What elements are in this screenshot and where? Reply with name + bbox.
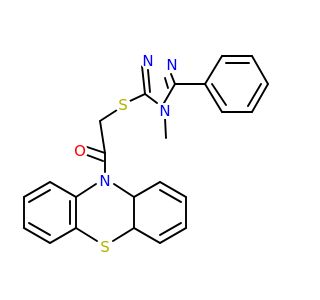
bond [49, 181, 77, 198]
bond [86, 154, 104, 162]
atom-s-linker-label: S [118, 96, 128, 114]
bond [129, 93, 146, 102]
bond [133, 181, 161, 198]
bond [112, 227, 135, 242]
atom-s5-label: S [100, 238, 110, 256]
bond-group [23, 55, 269, 244]
bond [23, 181, 51, 198]
bond [49, 227, 77, 244]
bond [28, 189, 51, 203]
bond [164, 117, 167, 139]
atom-n10-label: N [99, 172, 110, 190]
bond [159, 222, 182, 236]
bond [141, 65, 146, 95]
bond [23, 227, 51, 244]
bond [75, 183, 97, 198]
bond [99, 120, 106, 154]
bond [113, 183, 135, 198]
atom-n4-label: N [159, 102, 170, 120]
bond [247, 83, 262, 107]
bond [204, 55, 223, 85]
molecule-structure-diagram: O N S S N N N [23, 52, 269, 256]
bond [133, 227, 161, 244]
bond [144, 93, 158, 104]
atom-label-group: O N S S N N N [72, 52, 180, 256]
bond [164, 77, 169, 89]
bond [99, 109, 118, 122]
bond [204, 83, 223, 113]
atom-n2-label: N [166, 56, 177, 74]
bond [75, 227, 98, 242]
atom-o1-label: O [74, 142, 86, 160]
bond [147, 69, 151, 93]
bond [170, 73, 176, 85]
bond [211, 83, 227, 106]
bond [159, 189, 182, 203]
bond [86, 146, 106, 154]
bond [28, 222, 51, 236]
bond [159, 181, 187, 198]
atom-n1-label: N [142, 52, 153, 70]
bond [251, 83, 269, 113]
bond [159, 227, 187, 244]
bond [163, 83, 176, 104]
bond [251, 55, 269, 85]
